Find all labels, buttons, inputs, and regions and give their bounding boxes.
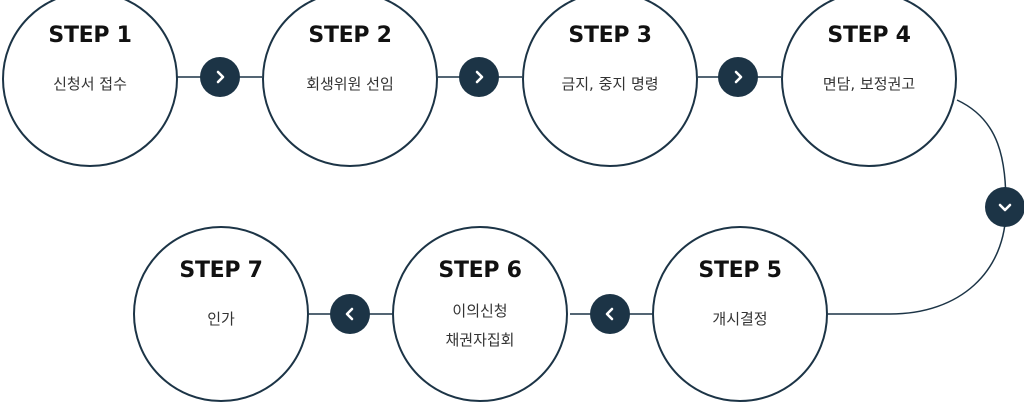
arrow-step5-step6: [590, 294, 630, 334]
step-7-circle: STEP 7 인가: [133, 226, 309, 402]
step-description-line: 신청서 접수: [53, 75, 127, 93]
step-1-circle: STEP 1 신청서 접수: [2, 0, 178, 167]
arrow-step6-step7: [330, 294, 370, 334]
step-description: 신청서 접수: [53, 70, 127, 99]
step-3-circle: STEP 3 금지, 중지 명령: [522, 0, 698, 167]
step-title: STEP 1: [48, 23, 132, 48]
step-title: STEP 2: [308, 23, 392, 48]
step-description-line: 금지, 중지 명령: [561, 75, 659, 93]
chevron-down-icon: [998, 203, 1012, 212]
step-description: 면담, 보정권고: [823, 70, 915, 99]
arrow-step4-step5: [985, 187, 1024, 227]
step-description-line: 개시결정: [712, 310, 768, 328]
step-title: STEP 7: [179, 258, 263, 283]
step-title: STEP 5: [698, 258, 782, 283]
step-description-line: 인가: [207, 310, 235, 328]
step-description-line: 회생위원 선임: [306, 75, 394, 93]
step-description: 이의신청 채권자집회: [445, 297, 514, 355]
step-description-line: 채권자집회: [445, 331, 515, 349]
step-description: 개시결정: [712, 305, 767, 334]
step-title: STEP 3: [568, 23, 652, 48]
step-description: 금지, 중지 명령: [561, 70, 658, 99]
arrow-step2-step3: [459, 57, 499, 97]
step-description: 회생위원 선임: [306, 70, 394, 99]
step-5-circle: STEP 5 개시결정: [652, 226, 828, 402]
chevron-right-icon: [734, 70, 743, 84]
step-title: STEP 4: [827, 23, 911, 48]
step-2-circle: STEP 2 회생위원 선임: [262, 0, 438, 167]
step-description-line: 면담, 보정권고: [822, 75, 916, 93]
step-6-circle: STEP 6 이의신청 채권자집회: [392, 226, 568, 402]
step-title: STEP 6: [438, 258, 522, 283]
chevron-right-icon: [475, 70, 484, 84]
step-description: 인가: [207, 305, 235, 334]
chevron-right-icon: [216, 70, 225, 84]
arrow-step3-step4: [718, 57, 758, 97]
step-description-line: 이의신청: [452, 302, 508, 320]
arrow-step1-step2: [200, 57, 240, 97]
step-4-circle: STEP 4 면담, 보정권고: [781, 0, 957, 167]
chevron-left-icon: [345, 307, 354, 321]
chevron-left-icon: [605, 307, 614, 321]
